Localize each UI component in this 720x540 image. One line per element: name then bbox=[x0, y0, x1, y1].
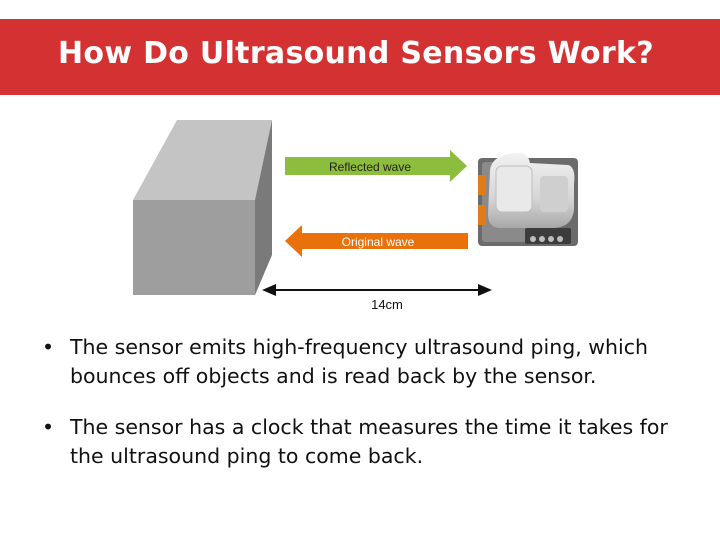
ultrasound-diagram: Reflected wave Original wave 14cm bbox=[133, 120, 578, 312]
bullet-item: • The sensor emits high-frequency ultras… bbox=[40, 333, 680, 391]
obstacle-box bbox=[133, 120, 272, 295]
bullet-marker: • bbox=[42, 415, 55, 439]
bullet-text: The sensor emits high-frequency ultrasou… bbox=[70, 335, 648, 388]
slide-title: How Do Ultrasound Sensors Work? bbox=[58, 36, 654, 71]
reflected-wave-arrow bbox=[285, 150, 467, 182]
bullet-text: The sensor has a clock that measures the… bbox=[70, 415, 668, 468]
bullet-list: • The sensor emits high-frequency ultras… bbox=[40, 333, 680, 493]
original-wave-arrow bbox=[285, 225, 468, 257]
ultrasound-sensor bbox=[478, 152, 578, 246]
bullet-marker: • bbox=[42, 335, 55, 359]
reflected-wave-label: Reflected wave bbox=[329, 160, 411, 174]
bullet-item: • The sensor has a clock that measures t… bbox=[40, 413, 680, 471]
distance-label: 14cm bbox=[371, 297, 403, 312]
title-banner bbox=[0, 19, 720, 95]
original-wave-label: Original wave bbox=[342, 235, 415, 249]
distance-arrow bbox=[262, 284, 492, 296]
